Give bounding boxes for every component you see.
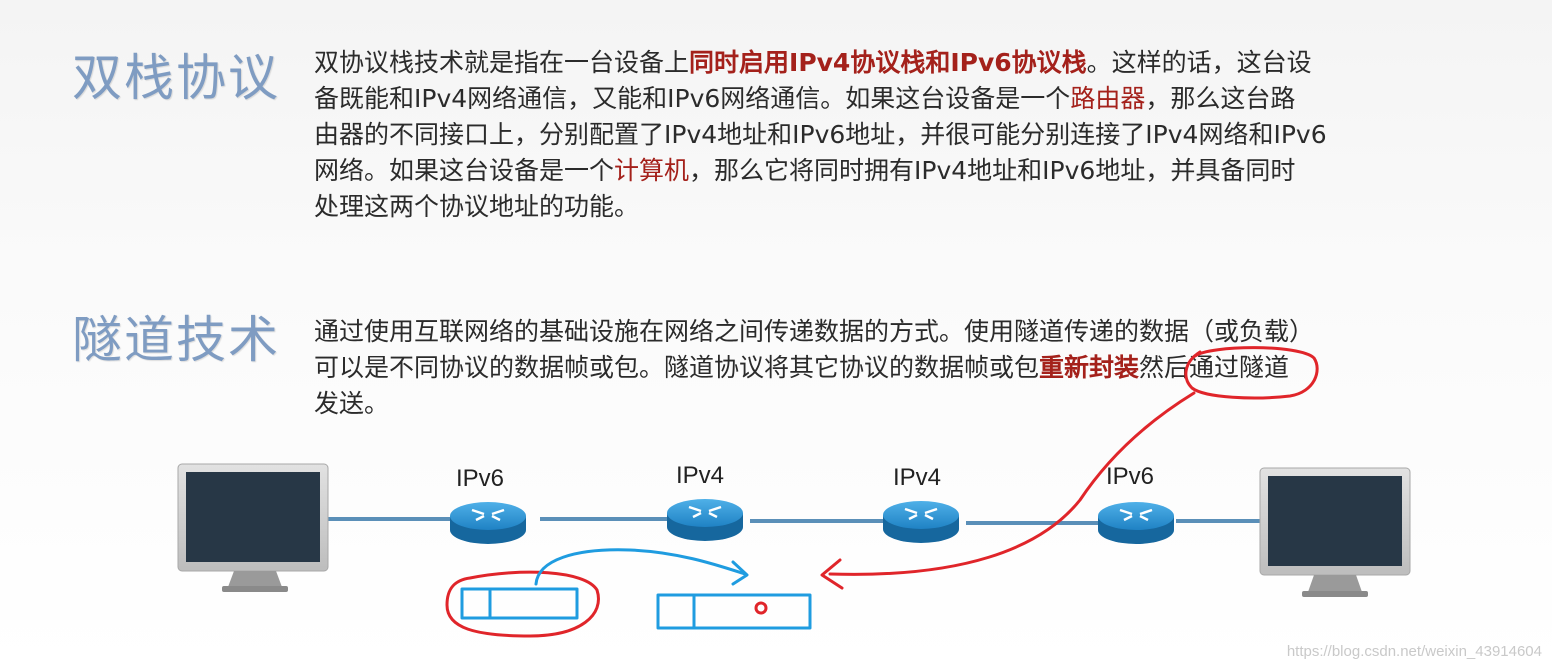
router-label: IPv4 — [676, 462, 724, 489]
text-run: 由器的不同接口上，分别配置了IPv4地址和IPv6地址，并很可能分别连接了IPv… — [314, 120, 1327, 149]
paragraph-line: 备既能和IPv4网络通信，又能和IPv6网络通信。如果这台设备是一个路由器，那么… — [314, 81, 1327, 117]
blue-arrowhead — [731, 560, 749, 586]
tunneling-title: 隧道技术 — [72, 311, 280, 369]
red-dot-mark — [754, 601, 768, 615]
highlight-text: 路由器 — [1070, 84, 1146, 113]
watermark: https://blog.csdn.net/weixin_43914604 — [1286, 643, 1542, 660]
router-label: IPv4 — [893, 464, 941, 491]
dual-stack-paragraph: 双协议栈技术就是指在一台设备上同时启用IPv4协议栈和IPv6协议栈。这样的话，… — [314, 45, 1327, 225]
dual-stack-title: 双栈协议 — [72, 49, 280, 107]
router-4: IPv6 — [1098, 463, 1174, 544]
paragraph-line: 处理这两个协议地址的功能。 — [314, 189, 1327, 225]
right-computer-icon — [1259, 467, 1411, 597]
router-2: IPv4 — [667, 462, 743, 541]
text-run: 可以是不同协议的数据帧或包。隧道协议将其它协议的数据帧或包 — [314, 353, 1040, 382]
red-arrowhead — [820, 558, 844, 590]
text-run: 备既能和IPv4网络通信，又能和IPv6网络通信。如果这台设备是一个 — [314, 84, 1071, 113]
router-label: IPv6 — [456, 465, 504, 492]
highlight-text: 计算机 — [614, 156, 690, 185]
router-arrows-icon — [904, 507, 938, 521]
red-arrow-curve — [828, 391, 1196, 576]
text-run: 双协议栈技术就是指在一台设备上 — [314, 48, 690, 77]
router-1: IPv6 — [450, 465, 526, 544]
text-run: 。这样的话，这台设 — [1086, 48, 1312, 77]
highlight-text: 同时启用IPv4协议栈和IPv6协议栈 — [689, 48, 1087, 77]
text-run: 处理这两个协议地址的功能。 — [314, 192, 640, 221]
router-arrows-icon — [688, 505, 722, 519]
paragraph-line: 可以是不同协议的数据帧或包。隧道协议将其它协议的数据帧或包重新封装然后通过隧道 — [314, 350, 1314, 386]
paragraph-line: 发送。 — [314, 386, 1314, 422]
blue-arrow-curve — [534, 548, 747, 586]
left-computer-icon — [177, 463, 329, 592]
router-3: IPv4 — [883, 464, 959, 543]
paragraph-line: 双协议栈技术就是指在一台设备上同时启用IPv4协议栈和IPv6协议栈。这样的话，… — [314, 45, 1327, 81]
blue-packet-original — [460, 587, 579, 620]
tunneling-paragraph: 通过使用互联网络的基础设施在网络之间传递数据的方式。使用隧道传递的数据（或负载）… — [314, 314, 1314, 422]
highlight-text: 重新封装 — [1039, 353, 1140, 382]
text-run: ，那么这台路 — [1145, 84, 1296, 113]
router-arrows-icon — [1119, 508, 1153, 522]
paragraph-line: 通过使用互联网络的基础设施在网络之间传递数据的方式。使用隧道传递的数据（或负载） — [314, 314, 1314, 350]
network-links — [326, 517, 1262, 525]
text-run: 发送。 — [314, 389, 390, 418]
blue-packet-encapsulated — [656, 593, 812, 630]
paragraph-line: 网络。如果这台设备是一个计算机，那么它将同时拥有IPv4地址和IPv6地址，并具… — [314, 153, 1327, 189]
text-run: 通过使用互联网络的基础设施在网络之间传递数据的方式。使用隧道传递的数据（或负载） — [314, 317, 1315, 346]
red-circle-reencapsulate — [1184, 346, 1319, 400]
router-arrows-icon — [471, 508, 505, 522]
text-run: ，那么它将同时拥有IPv4地址和IPv6地址，并具备同时 — [689, 156, 1296, 185]
red-circle-packet — [445, 570, 600, 638]
text-run: 网络。如果这台设备是一个 — [314, 156, 615, 185]
paragraph-line: 由器的不同接口上，分别配置了IPv4地址和IPv6地址，并很可能分别连接了IPv… — [314, 117, 1327, 153]
router-label: IPv6 — [1106, 463, 1154, 490]
handwritten-annotations — [445, 346, 1319, 638]
text-run: 然后通过隧道 — [1139, 353, 1290, 382]
